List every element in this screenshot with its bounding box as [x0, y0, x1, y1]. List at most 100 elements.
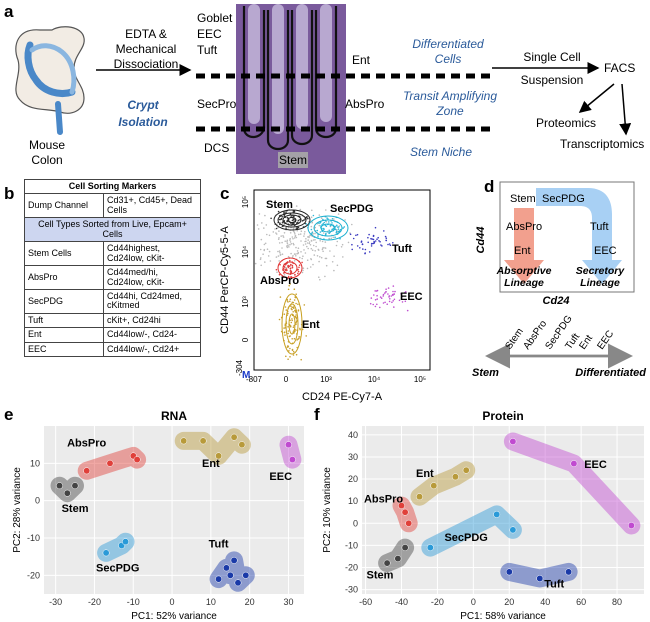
- facs-event-dot: [281, 241, 283, 244]
- facs-event-dot: [289, 283, 291, 285]
- facs-event-dot: [373, 240, 375, 243]
- facs-event-dot: [293, 299, 296, 301]
- prot-label-secpdg: SecPDG: [444, 532, 487, 544]
- facs-event-dot: [362, 248, 364, 250]
- facs-event-dot: [302, 255, 304, 257]
- facs-event-dot: [305, 335, 307, 337]
- facs-event-dot: [388, 300, 391, 303]
- facs-event-dot: [351, 243, 353, 246]
- facs-event-dot: [299, 256, 301, 259]
- facs-event-dot: [295, 293, 297, 295]
- d-abspro: AbsPro: [506, 221, 542, 233]
- rna-point-abspro: [133, 456, 141, 464]
- facs-event-dot: [328, 232, 330, 235]
- facs-event-dot: [283, 215, 285, 217]
- facs-event-dot: [287, 312, 289, 315]
- facs-event-dot: [368, 251, 371, 253]
- rna-point-tuft: [226, 571, 234, 579]
- facs-event-dot: [311, 209, 313, 212]
- facs-event-dot: [289, 347, 291, 350]
- row-markers: cKit+, Cd24hi: [103, 312, 201, 329]
- facs-event-dot: [307, 239, 309, 241]
- facs-event-dot: [266, 248, 269, 250]
- facs-event-dot: [292, 242, 295, 245]
- facs-event-dot: [293, 288, 296, 290]
- facs-event-dot: [338, 230, 341, 232]
- row-markers: Cd44highest, Cd24low, cKit-: [103, 241, 201, 267]
- facs-event-dot: [295, 317, 298, 320]
- facs-event-dot: [286, 245, 288, 247]
- facs-event-dot: [391, 301, 393, 304]
- facs-event-dot: [291, 264, 294, 267]
- facs-event-dot: [300, 251, 302, 253]
- facs-event-dot: [392, 290, 394, 293]
- facs-event-dot: [319, 278, 321, 281]
- rna-xtick: -30: [49, 597, 62, 607]
- facs-event-dot: [328, 229, 330, 232]
- label-secpro: SecPro: [197, 97, 237, 111]
- prot-ytick: 0: [353, 518, 358, 528]
- facs-event-dot: [370, 237, 372, 240]
- stem-gate-contours: [273, 209, 311, 231]
- facs-event-dot: [275, 268, 278, 271]
- facs-event-dot: [282, 272, 285, 274]
- d-axis-left: Stem: [472, 367, 499, 379]
- prot-point-secpdg: [509, 526, 517, 534]
- facs-event-dot: [340, 246, 343, 248]
- prot-plot-area: [362, 426, 644, 594]
- facs-label-secpdg: SecPDG: [330, 203, 373, 215]
- prot-xtick: -40: [395, 597, 408, 607]
- crypt-isolation-label-2: Isolation: [118, 115, 168, 129]
- facs-event-dot: [336, 240, 339, 243]
- facs-event-dot: [287, 332, 289, 335]
- panel-label-c: c: [220, 184, 230, 203]
- facs-event-dot: [291, 318, 293, 320]
- facs-event-dot: [398, 299, 401, 302]
- facs-event-dot: [277, 250, 279, 253]
- facs-event-dot: [383, 230, 385, 232]
- facs-event-dot: [324, 257, 327, 260]
- facs-event-dot: [385, 239, 388, 242]
- d-ent: Ent: [514, 245, 531, 257]
- facs-event-dot: [279, 254, 282, 256]
- facs-event-dot: [336, 224, 338, 227]
- facs-event-dot: [322, 250, 324, 253]
- facs-event-dot: [289, 356, 291, 358]
- facs-event-dot: [311, 221, 313, 224]
- facs-event-dot: [297, 221, 299, 224]
- facs-plot: Stem SecPDG Tuft AbsPro EEC Ent CD44 Per…: [219, 189, 431, 403]
- rna-point-stem: [63, 489, 71, 497]
- rna-ytick: 10: [30, 458, 40, 468]
- prot-label-ent: Ent: [416, 468, 434, 480]
- facs-event-dot: [293, 215, 295, 218]
- facs-event-dot: [287, 275, 290, 278]
- facs-event-dot: [318, 222, 320, 225]
- facs-event-dot: [286, 246, 289, 249]
- facs-event-dot: [275, 232, 277, 234]
- dump-channel-label: Dump Channel: [24, 193, 104, 219]
- facs-event-dot: [295, 316, 297, 319]
- rna-point-stem: [56, 482, 63, 490]
- facs-event-dot: [337, 226, 340, 228]
- facs-event-dot: [289, 267, 292, 270]
- facs-event-dot: [281, 216, 284, 218]
- facs-event-dot: [312, 244, 315, 247]
- facs-event-dot: [289, 272, 292, 274]
- facs-event-dot: [293, 243, 295, 246]
- facs-event-dot: [372, 238, 375, 241]
- facs-event-dot: [283, 313, 286, 315]
- facs-event-dot: [392, 300, 394, 302]
- facs-event-dot: [361, 243, 364, 246]
- facs-event-dot: [309, 234, 311, 236]
- prot-ytick: -30: [345, 585, 358, 595]
- prot-point-secpdg: [426, 544, 434, 552]
- facs-event-dot: [388, 296, 390, 298]
- row-markers: Cd44low/-, Cd24+: [103, 341, 201, 358]
- facs-event-dot: [325, 257, 328, 260]
- facs-event-dot: [374, 226, 377, 229]
- facs-event-dot: [406, 309, 409, 312]
- facs-event-dot: [389, 244, 392, 247]
- facs-event-dot: [384, 292, 386, 294]
